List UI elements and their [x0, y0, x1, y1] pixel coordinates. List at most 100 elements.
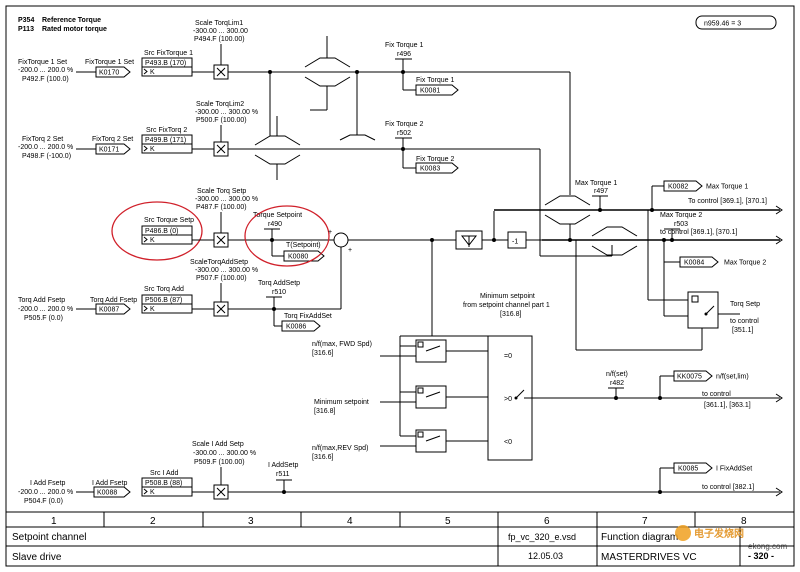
- header-param-2: P113: [18, 26, 34, 33]
- fix2-outputs: Fix Torque 2 r502 Fix Torque 2 K0083: [385, 121, 459, 174]
- limit-selectors-top: [254, 36, 376, 180]
- add-input-title: Torq Add Fsetp: [18, 297, 65, 304]
- max1-param: r497: [594, 188, 608, 195]
- iadd-input-title: I Add Fsetp: [30, 480, 66, 487]
- iadd-out-connector-box: [673, 462, 713, 474]
- header-label-2: Rated motor torque: [42, 26, 107, 33]
- torq-setp-switch: Torq Setp to control [351.1]: [575, 210, 760, 351]
- fix1-input-range: -200.0 ... 200.0 %: [18, 67, 73, 74]
- min-cond-gt: >0: [504, 396, 512, 403]
- setp-highlight: [244, 205, 330, 267]
- torque-setpoint-block: Src Torque Setp P486.B (0) K Scale Torq …: [111, 188, 542, 309]
- iadd-source-k: K: [150, 489, 155, 496]
- fix-torque-1-block: FixTorque 1 Set -200.0 ... 200.0 % P492.…: [18, 20, 570, 83]
- fix1-connector: K0170: [99, 70, 119, 77]
- setp-param: r490: [268, 221, 282, 228]
- min-title-1: Minimum setpoint: [480, 293, 535, 300]
- torq-setp-switch-box: [687, 291, 719, 329]
- setp-title: Torque Setpoint: [253, 212, 302, 219]
- iadd-scale-range: -300.00 ... 300.00 %: [193, 450, 256, 457]
- fix1-input-title: FixTorque 1 Set: [18, 59, 67, 66]
- i-add-block: I Add Fsetp -200.0 ... 200.0 % P504.F (0…: [18, 441, 783, 505]
- fix2-input-range: -200.0 ... 200.0 %: [18, 144, 73, 151]
- footer-section: Setpoint channel: [12, 532, 87, 543]
- add-input-range: -200.0 ... 200.0 %: [18, 306, 73, 313]
- nset-connector-box: [673, 370, 713, 382]
- setp-source-title: Src Torque Setp: [144, 217, 194, 224]
- setp-source-highlight: [111, 201, 203, 261]
- nset-param: r482: [610, 380, 624, 387]
- mode-badge-text: n959.46 = 3: [704, 21, 741, 28]
- fix2-out-connector-box: [415, 162, 459, 174]
- iadd-out-connector-label: I FixAddSet: [716, 466, 752, 473]
- add-connector: K0087: [99, 307, 119, 314]
- fix1-out-connector-box: [415, 84, 459, 96]
- max1-connector: K0082: [668, 184, 688, 191]
- min-in1-label: n/f(max, FWD Spd): [312, 341, 372, 348]
- minimum-setpoint-block: Minimum setpoint from setpoint channel p…: [312, 240, 783, 461]
- max2-connector-label: Max Torque 2: [724, 260, 766, 267]
- fix2-scale-param: P500.F (100.00): [196, 117, 247, 124]
- footer: 1 2 3 4 5 6 7 8 Setpoint channel Slave d…: [6, 511, 794, 566]
- footer-file: fp_vc_320_e.vsd: [508, 532, 576, 542]
- iadd-scale-param: P509.F (100.00): [194, 459, 245, 466]
- setp-scale-title: Scale Torq Setp: [197, 188, 246, 195]
- fix1-scale-param: P494.F (100.00): [194, 36, 245, 43]
- add-connector-title: Torq Add Fsetp: [90, 297, 137, 304]
- add-source-title: Src Torq Add: [144, 286, 184, 293]
- mode-badge: [695, 15, 777, 30]
- nset-connector-label: n/f(set,lim): [716, 374, 749, 381]
- negate-label: -1: [512, 239, 518, 246]
- iadd-out-title: I AddSetp: [268, 462, 298, 469]
- setp-source-k: K: [150, 237, 155, 244]
- torq-setp-dest-1: to control: [730, 318, 759, 325]
- max1-connector-box: [663, 180, 703, 192]
- add-source-param: P506.B (87): [145, 297, 182, 304]
- header: P354 Reference Torque P113 Rated motor t…: [18, 15, 777, 33]
- fix2-connector: K0171: [99, 147, 119, 154]
- nset-dest-2: [361.1], [363.1]: [704, 402, 751, 409]
- min-title-2: from setpoint channel part 1: [463, 302, 550, 309]
- setp-scale-param: P487.F (100.00): [196, 204, 247, 211]
- col-6: 6: [544, 516, 550, 527]
- col-4: 4: [347, 516, 353, 527]
- fix2-input-param: P498.F (-100.0): [22, 153, 71, 160]
- fix2-scale-range: -300.00 ... 300.00 %: [195, 109, 258, 116]
- min-in2-ref: [316.8]: [314, 408, 335, 415]
- iadd-input-param: P504.F (0.0): [24, 498, 63, 505]
- watermark-url: ekong.com: [748, 542, 787, 551]
- fix1-outputs: Fix Torque 1 r496 Fix Torque 1 K0081: [385, 42, 459, 96]
- svg-text:+: +: [348, 247, 352, 254]
- min-in2-label: Minimum setpoint: [314, 399, 369, 406]
- max1-connector-label: Max Torque 1: [706, 184, 748, 191]
- fix1-out2-title: Fix Torque 1: [416, 77, 454, 84]
- fix1-scale-title: Scale TorqLim1: [195, 20, 243, 27]
- col-8: 8: [741, 516, 747, 527]
- footer-type: Function diagram: [601, 532, 678, 543]
- setp-tset-label: T(Setpoint): [286, 242, 321, 249]
- add-connector-box: [95, 303, 131, 315]
- torq-add-block: Torq Add Fsetp -200.0 ... 200.0 % P505.F…: [18, 259, 341, 332]
- torque-summer: [333, 232, 349, 248]
- fix-torque-2-block: FixTorq 2 Set -200.0 ... 200.0 % P498.F …: [18, 101, 540, 160]
- footer-date: 12.05.03: [528, 551, 563, 561]
- fix2-source-k: K: [150, 146, 155, 153]
- max1-title: Max Torque 1: [575, 180, 617, 187]
- add-out2-title: Torq FixAddSet: [284, 313, 332, 320]
- add-out-connector-box: [281, 320, 321, 332]
- svg-text:+: +: [328, 229, 332, 236]
- setp-scale-range: -300.00 ... 300.00 %: [195, 196, 258, 203]
- fix2-source-title: Src FixTorq 2: [146, 127, 187, 134]
- iadd-out-connector: K0085: [678, 466, 698, 473]
- add-scale-param: P507.F (100.00): [196, 275, 247, 282]
- footer-subtitle: Slave drive: [12, 552, 62, 563]
- max2-connector: K0084: [684, 260, 704, 267]
- fix1-connector-box: [95, 66, 131, 78]
- min-cond-lt: <0: [504, 439, 512, 446]
- fix1-source-k: K: [150, 69, 155, 76]
- max1-destination: To control [369.1], [370.1]: [688, 198, 767, 205]
- col-2: 2: [150, 516, 156, 527]
- footer-product: MASTERDRIVES VC: [601, 552, 697, 563]
- fix2-out-connector: K0083: [420, 166, 440, 173]
